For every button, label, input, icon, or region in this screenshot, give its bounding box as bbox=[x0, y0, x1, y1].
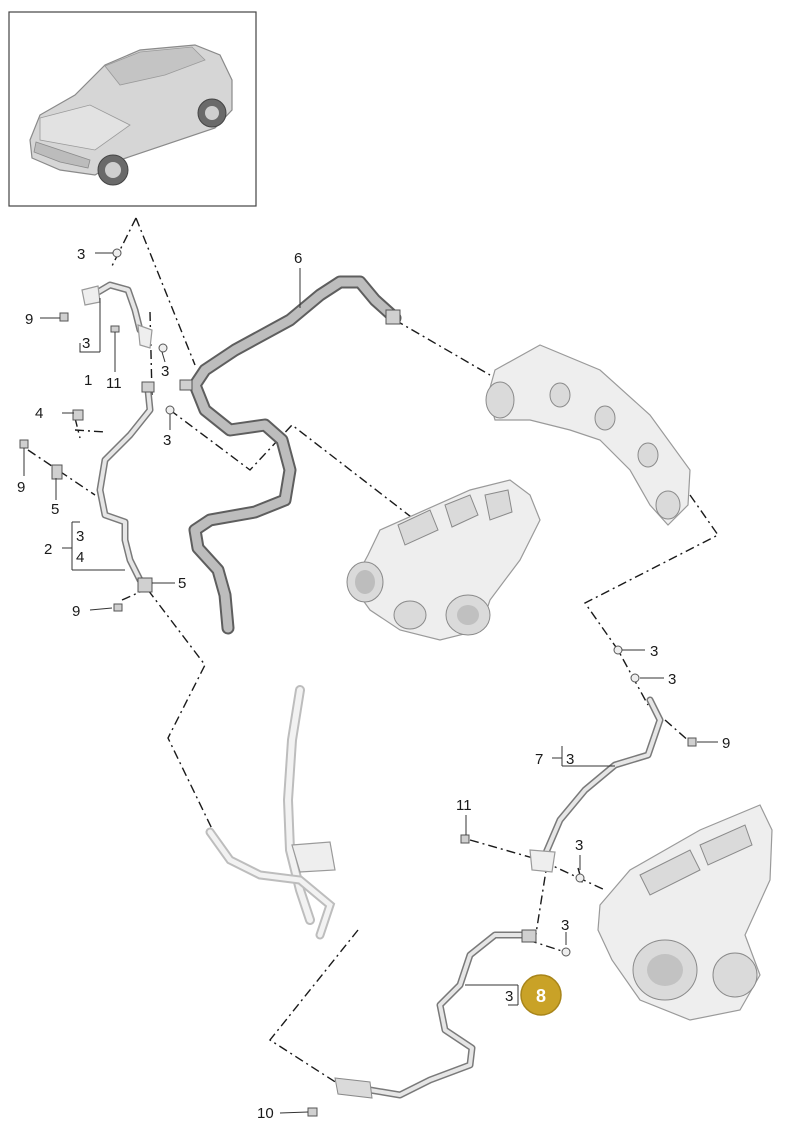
highlight-badge-circle bbox=[520, 974, 562, 1016]
vehicle-overview-inset bbox=[8, 11, 257, 207]
bolt bbox=[687, 737, 697, 747]
callout-label: 9 bbox=[72, 603, 80, 620]
callout-label: 9 bbox=[17, 479, 25, 496]
clamp bbox=[51, 464, 63, 480]
connection-lines bbox=[27, 217, 720, 1086]
callout-label: 7 bbox=[535, 751, 543, 768]
turbocharger-upper bbox=[346, 479, 541, 641]
seal-ring bbox=[112, 248, 122, 258]
bolt bbox=[110, 325, 120, 333]
bolt bbox=[19, 439, 29, 449]
callout-label: 3 bbox=[575, 837, 583, 854]
callout-label: 4 bbox=[76, 549, 84, 566]
callout-label: 3 bbox=[77, 246, 85, 263]
pipe-8 bbox=[334, 929, 537, 1099]
callout-label: 6 bbox=[294, 250, 302, 267]
callout-label: 9 bbox=[25, 311, 33, 328]
highlight-badge[interactable]: 8 bbox=[520, 974, 562, 1016]
pipe-2 bbox=[96, 381, 155, 593]
coolant-pipe-assembly bbox=[205, 685, 336, 940]
seal-ring bbox=[630, 673, 640, 683]
seal-ring bbox=[613, 645, 623, 655]
callout-label: 9 bbox=[722, 735, 730, 752]
turbocharger-lower bbox=[597, 804, 773, 1021]
seal-ring bbox=[158, 343, 168, 353]
callout-label: 3 bbox=[650, 643, 658, 660]
callout-label: 3 bbox=[82, 335, 90, 352]
seal-ring bbox=[561, 947, 571, 957]
bolt bbox=[113, 603, 123, 612]
callout-label: 5 bbox=[178, 575, 186, 592]
callout-label: 3 bbox=[566, 751, 574, 768]
exhaust-manifold-upper bbox=[485, 344, 691, 526]
pipe-7 bbox=[529, 696, 664, 873]
callout-label: 11 bbox=[456, 797, 472, 814]
callout-label: 4 bbox=[35, 405, 43, 422]
callout-label: 3 bbox=[163, 432, 171, 449]
seal-ring bbox=[165, 405, 175, 415]
callout-label: 1 bbox=[84, 372, 92, 389]
callout-label: 5 bbox=[51, 501, 59, 518]
bolt bbox=[307, 1107, 318, 1117]
highlight-badge-label: 8 bbox=[536, 986, 546, 1006]
callout-label: 2 bbox=[44, 541, 52, 558]
hardware bbox=[19, 248, 697, 1117]
hose-6 bbox=[179, 275, 402, 635]
clamp bbox=[72, 409, 84, 421]
callout-labels: 3 9 3 1 11 3 4 3 9 5 2 3 4 5 9 6 3 3 9 7… bbox=[17, 246, 730, 1122]
callout-label: 3 bbox=[76, 528, 84, 545]
leader-lines bbox=[23, 252, 718, 1114]
callout-label: 3 bbox=[505, 988, 513, 1005]
callout-label: 11 bbox=[106, 375, 122, 392]
callout-label: 3 bbox=[561, 917, 569, 934]
bolt bbox=[59, 312, 69, 322]
seal-ring bbox=[575, 873, 585, 883]
callout-label: 3 bbox=[161, 363, 169, 380]
callout-label: 3 bbox=[668, 671, 676, 688]
pipe-1 bbox=[81, 281, 153, 349]
car-illustration bbox=[29, 44, 233, 186]
bolt bbox=[460, 834, 470, 844]
callout-label: 10 bbox=[257, 1105, 274, 1122]
